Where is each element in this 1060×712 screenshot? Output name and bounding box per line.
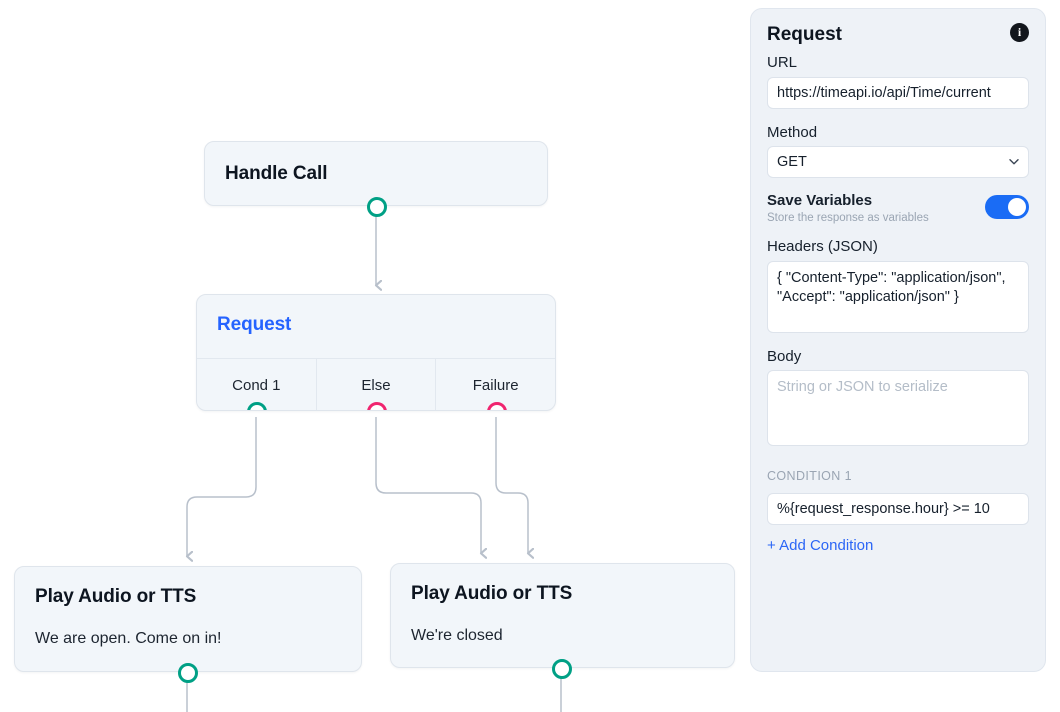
node-tts-closed-subtitle: We're closed [411,627,503,644]
panel-title: Request [767,24,842,45]
node-handle-call-output-port[interactable] [367,197,387,217]
node-request-port-cond1-label: Cond 1 [232,377,281,394]
node-request-output-port-cond1[interactable] [247,402,267,410]
node-request-port-else-label: Else [361,377,391,394]
body-label: Body [767,347,802,365]
url-input[interactable]: https://timeapi.io/api/Time/current [767,76,1029,109]
edge-failure-ttsclosed [495,417,528,553]
node-request-output-port-else[interactable] [367,402,387,410]
node-tts-open-output-port[interactable] [178,663,198,683]
node-request-port-row: Cond 1 Else Failure [197,358,555,410]
body-input[interactable]: String or JSON to serialize [767,370,1029,446]
info-icon[interactable]: i [1010,23,1029,42]
node-request-output-port-failure[interactable] [487,402,507,410]
node-request-port-cond1[interactable]: Cond 1 [197,359,316,410]
node-request-port-else[interactable]: Else [315,359,436,410]
panel-header: Request i [767,23,1029,55]
method-select-wrap[interactable]: GET [767,146,1029,178]
headers-input[interactable]: { "Content-Type": "application/json", "A… [767,260,1029,333]
save-variables-label: Save Variables [767,192,873,209]
save-variables-toggle[interactable] [985,195,1029,219]
node-tts-closed[interactable]: Play Audio or TTS We're closed [390,563,735,679]
method-select[interactable]: GET [767,146,1029,178]
node-tts-open[interactable]: Play Audio or TTS We are open. Come on i… [14,566,362,683]
save-variables-description: Store the response as variables [767,211,929,224]
node-request-title: Request [217,314,292,335]
node-tts-closed-output-port[interactable] [552,659,572,679]
condition-1-input[interactable]: %{request_response.hour} >= 10 [767,492,1029,525]
condition-section-label: CONDITION 1 [767,469,852,483]
node-request-header: Request [197,295,555,358]
headers-label: Headers (JSON) [767,238,878,255]
node-tts-closed-title: Play Audio or TTS [411,583,573,604]
node-request[interactable]: Request Cond 1 Else Failure [196,294,556,411]
save-variables-toggle-knob [1008,198,1026,216]
save-variables-row: Save Variables Store the response as var… [767,192,1029,227]
flow-canvas[interactable]: Handle Call Request Cond 1 Else Failure … [0,0,750,712]
node-handle-call[interactable]: Handle Call [204,141,548,217]
method-label: Method [767,123,818,141]
node-tts-open-title: Play Audio or TTS [35,586,197,607]
edge-else-ttsclosed [375,417,481,553]
url-label: URL [767,54,798,71]
add-condition-button[interactable]: + Add Condition [767,536,874,554]
node-request-port-failure-label: Failure [472,377,519,394]
node-request-port-failure[interactable]: Failure [435,359,555,410]
node-handle-call-title: Handle Call [225,163,328,184]
edge-cond1-ttsopen [187,417,257,556]
node-tts-open-subtitle: We are open. Come on in! [35,630,222,647]
request-inspector-panel: Request i URL https://timeapi.io/api/Tim… [750,8,1046,672]
